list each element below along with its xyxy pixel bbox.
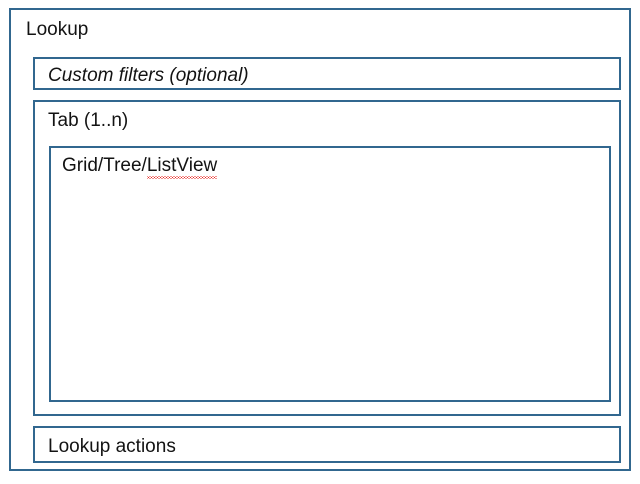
custom-filters-bar[interactable]: Custom filters (optional) <box>33 57 621 90</box>
grid-label-misspelled-word: ListView <box>146 155 218 179</box>
lookup-frame-title: Lookup <box>26 19 89 40</box>
grid-tree-listview-label: Grid/Tree/ListView <box>62 153 218 179</box>
tab-panel-label: Tab (1..n) <box>48 110 129 131</box>
grid-label-prefix: Grid/Tree/ <box>62 155 147 176</box>
grid-tree-listview-region[interactable]: Grid/Tree/ListView <box>49 146 611 402</box>
lookup-frame: Lookup Custom filters (optional) Tab (1.… <box>9 8 631 471</box>
lookup-actions-label: Lookup actions <box>48 436 176 457</box>
tab-panel[interactable]: Tab (1..n) Grid/Tree/ListView <box>33 100 621 416</box>
lookup-actions-bar[interactable]: Lookup actions <box>33 426 621 463</box>
custom-filters-label: Custom filters (optional) <box>48 65 249 86</box>
